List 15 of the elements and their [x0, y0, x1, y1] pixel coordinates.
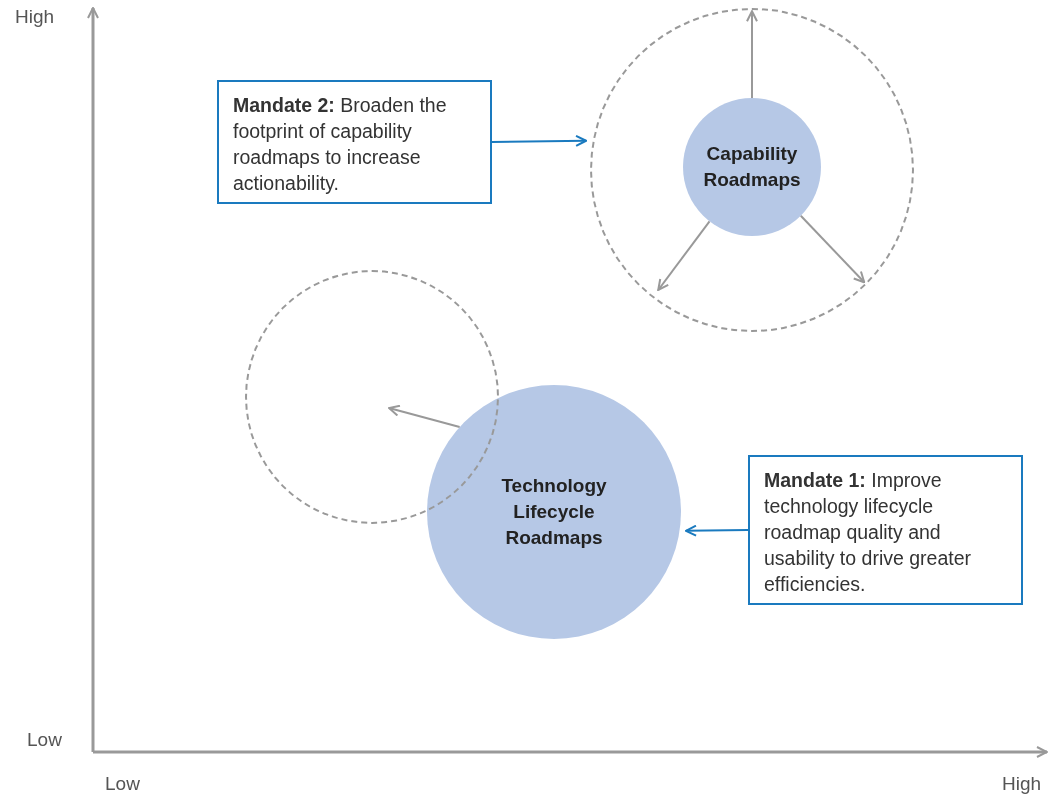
arrow — [491, 134, 588, 147]
roadmap-circle: Technology Lifecycle Roadmaps — [427, 385, 681, 639]
arrow — [799, 214, 866, 284]
arrow — [657, 220, 711, 291]
axis-label: Low — [105, 773, 140, 795]
axis-label: High — [1002, 773, 1042, 795]
arrow — [685, 524, 749, 537]
callout-box: Mandate 2: Broaden the footprint of capability roadmaps to increase actionability. — [217, 80, 492, 204]
dashed-circle — [590, 8, 914, 332]
callout-box: Mandate 1: Improve technology lifecycle roadmap quality and usability to drive greater efficiencies. — [748, 455, 1023, 605]
axis-label: Low — [27, 729, 62, 751]
axis-label: High — [15, 6, 55, 28]
arrow — [388, 404, 461, 428]
arrow — [746, 10, 758, 99]
roadmap-circle: Capability Roadmaps — [683, 98, 821, 236]
